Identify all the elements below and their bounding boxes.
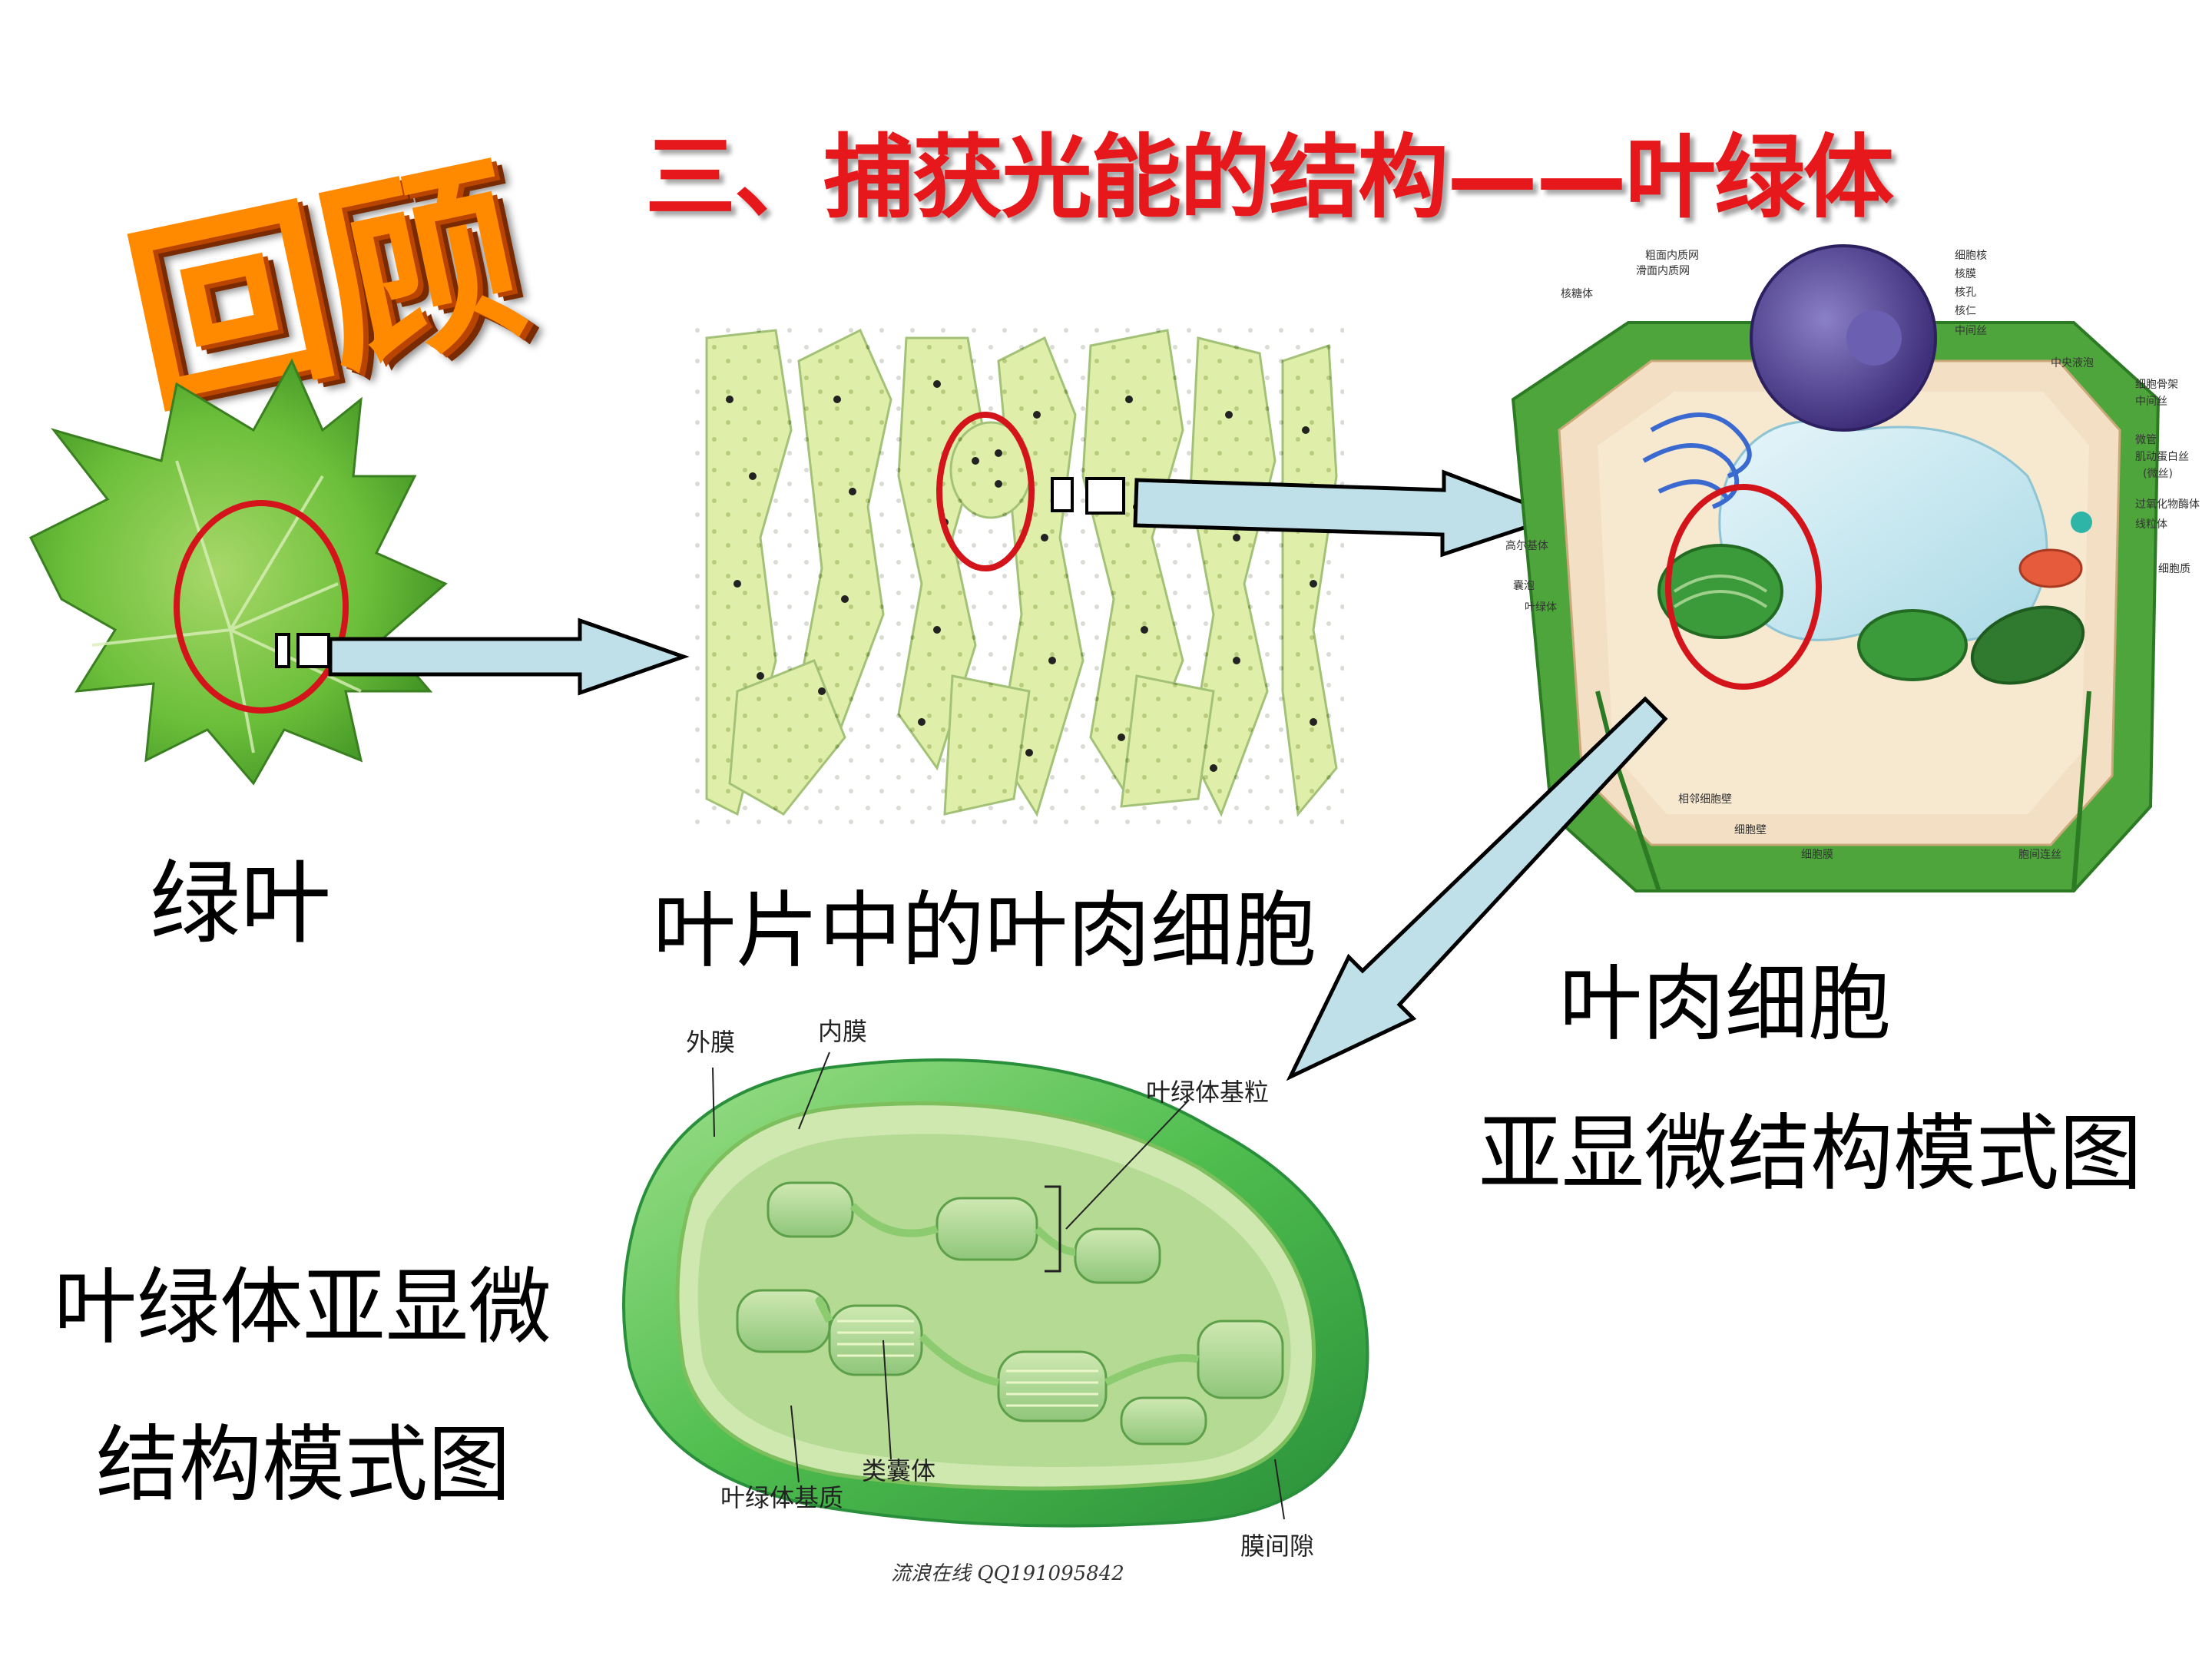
leaf-highlight-circle <box>174 500 349 714</box>
arrow-leaf-to-mesophyll <box>328 618 690 696</box>
leaf-zoom-box <box>296 633 330 668</box>
leaf-zoom-box-small <box>275 633 290 668</box>
cell-label-ribosome: 核糖体 <box>1561 288 1593 300</box>
chloroplast-illustration <box>622 1058 1369 1528</box>
caption-mesophyll: 叶片中的叶肉细胞 <box>653 883 1317 979</box>
cell-label-microfilament: (微丝) <box>2143 468 2173 480</box>
caption-cell-line1: 叶肉细胞 <box>1559 956 1892 1052</box>
label-granum: 叶绿体基粒 <box>1146 1078 1270 1106</box>
cell-label-golgi: 高尔基体 <box>1505 540 1548 552</box>
cell-highlight-circle <box>1665 484 1822 690</box>
watermark: 流浪在线 QQ191095842 <box>891 1562 1124 1585</box>
cell-label-cytoskeleton: 细胞骨架 <box>2135 379 2178 391</box>
slide-title: 三、捕获光能的结构——叶绿体 <box>645 124 1894 230</box>
cell-label-central-vacuole: 中央液泡 <box>2051 357 2094 369</box>
caption-chloroplast-line1: 叶绿体亚显微 <box>54 1260 552 1356</box>
arrow-cell-to-chloroplast <box>1286 696 1668 1081</box>
cell-label-intermediate-filament: 中间丝 <box>1955 325 1987 337</box>
cell-label-smooth-er: 滑面内质网 <box>1636 265 1690 277</box>
cell-label-rough-er: 粗面内质网 <box>1645 250 1699 262</box>
cell-label-adjacent-wall: 相邻细胞壁 <box>1678 793 1732 806</box>
label-stroma: 叶绿体基质 <box>720 1484 844 1512</box>
leaf-illustration <box>28 358 448 786</box>
cell-label-actin: 肌动蛋白丝 <box>2135 451 2189 463</box>
cell-label-intermediate-filament-2: 中间丝 <box>2135 396 2167 408</box>
cell-label-nuclear-envelope: 核膜 <box>1955 268 1976 280</box>
mesophyll-tissue <box>691 323 1344 830</box>
cell-label-plasmodesmata: 胞间连丝 <box>2018 849 2061 861</box>
mesophyll-highlight-circle <box>936 412 1035 571</box>
plant-cell-illustration <box>1511 244 2161 892</box>
caption-leaf: 绿叶 <box>150 850 332 956</box>
caption-cell-line2: 亚显微结构模式图 <box>1479 1106 2143 1202</box>
cell-label-nucleus: 细胞核 <box>1955 250 1987 262</box>
mesophyll-zoom-box-small <box>1051 477 1074 512</box>
cell-label-cell-membrane: 细胞膜 <box>1801 849 1833 861</box>
mesophyll-zoom-box <box>1085 477 1125 515</box>
arrow-mesophyll-to-cell <box>1133 469 1565 558</box>
label-inner-membrane: 内膜 <box>818 1018 868 1045</box>
label-outer-membrane: 外膜 <box>686 1028 736 1056</box>
thylakoid-lines <box>837 1320 1098 1407</box>
cell-label-nuclear-pore: 核孔 <box>1955 286 1976 299</box>
cell-label-microtubule: 微管 <box>2135 434 2157 446</box>
cell-label-mitochondrion: 线粒体 <box>2135 518 2167 531</box>
grana-stacks <box>736 1181 1284 1445</box>
label-intermembrane-space: 膜间隙 <box>1240 1532 1315 1560</box>
leader-lines <box>712 1051 1285 1520</box>
cell-label-peroxisome: 过氧化物酶体 <box>2135 498 2200 511</box>
cell-label-vesicle: 囊泡 <box>1513 580 1535 592</box>
caption-chloroplast-line2: 结构模式图 <box>96 1417 512 1513</box>
cell-label-cell-wall: 细胞壁 <box>1734 824 1767 836</box>
cell-label-nucleolus: 核仁 <box>1955 305 1976 317</box>
label-thylakoid: 类囊体 <box>862 1457 936 1485</box>
cell-label-cytoplasm: 细胞质 <box>2158 563 2190 575</box>
cell-label-chloroplast: 叶绿体 <box>1525 601 1557 614</box>
